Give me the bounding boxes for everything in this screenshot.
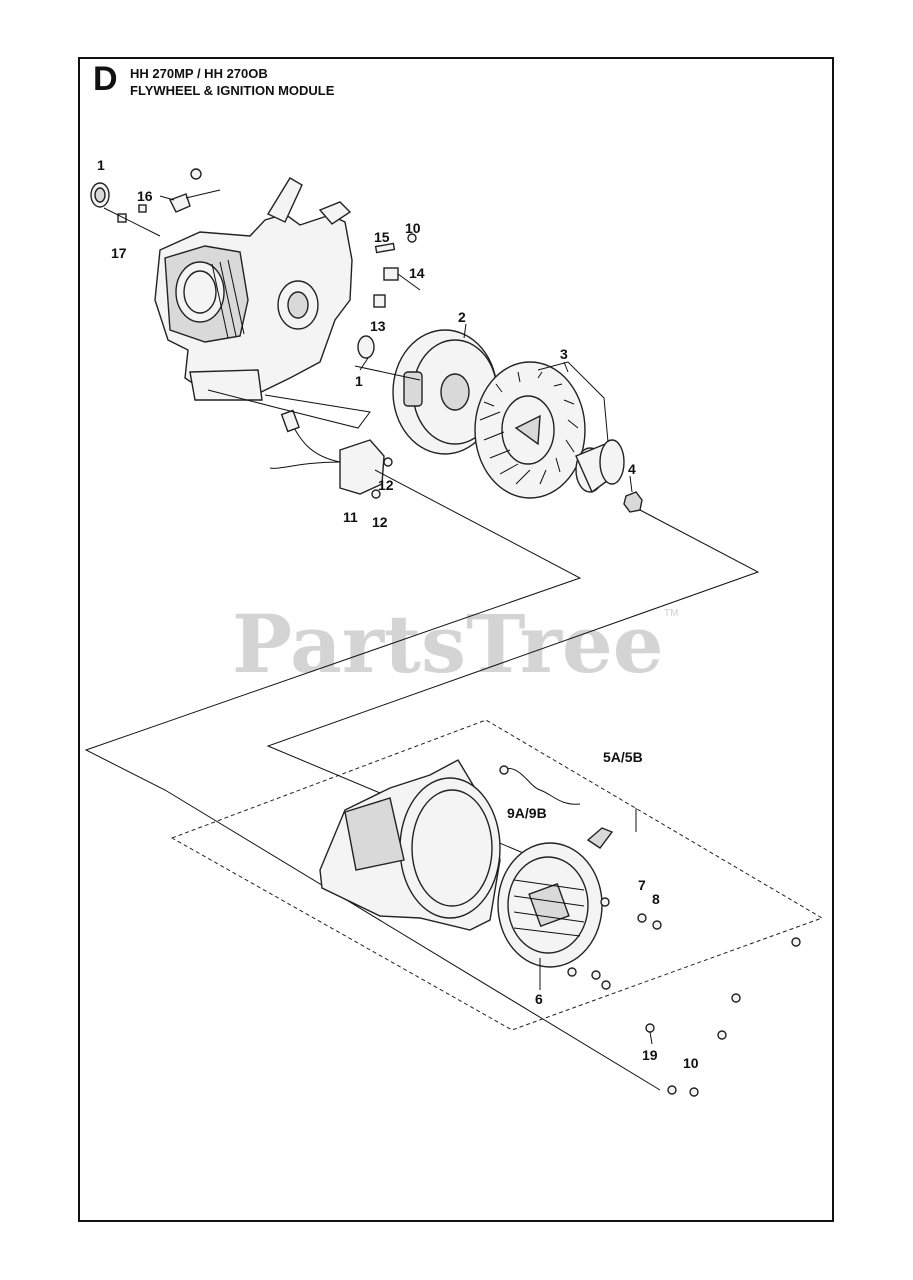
watermark-text: PartsTree xyxy=(232,597,664,691)
watermark-trademark: TM xyxy=(664,608,678,619)
callout-6: 6 xyxy=(535,991,543,1007)
callout-13: 13 xyxy=(370,318,386,334)
fan-shroud xyxy=(319,759,501,931)
callout-10-bottom: 10 xyxy=(683,1055,699,1071)
callout-4: 4 xyxy=(628,461,636,477)
callout-9a-9b: 9A/9B xyxy=(507,805,547,821)
flywheel-nut xyxy=(623,491,643,513)
cooling-fan xyxy=(474,361,586,499)
diagram-title: FLYWHEEL & IGNITION MODULE xyxy=(130,83,335,98)
callout-3: 3 xyxy=(560,346,568,362)
starter-cup xyxy=(575,439,625,494)
wire-connector xyxy=(169,193,191,213)
callout-11: 11 xyxy=(343,509,358,525)
shroud-assembly-outline xyxy=(170,719,824,1031)
engine-crankcase xyxy=(154,177,353,401)
callout-2: 2 xyxy=(458,309,466,325)
model-numbers: HH 270MP / HH 270OB xyxy=(130,66,268,81)
callout-5a-5b: 5A/5B xyxy=(603,749,643,765)
callout-16: 16 xyxy=(137,188,153,204)
callout-19: 19 xyxy=(642,1047,658,1063)
recoil-starter xyxy=(497,827,614,968)
screw xyxy=(407,233,417,243)
callout-8: 8 xyxy=(652,891,660,907)
callout-10-top: 10 xyxy=(405,220,421,236)
callout-12-b: 12 xyxy=(372,514,388,530)
nut xyxy=(190,168,202,180)
section-letter: D xyxy=(93,60,118,98)
callout-14: 14 xyxy=(409,265,425,281)
callout-1-top: 1 xyxy=(97,157,105,173)
oil-seal-2 xyxy=(357,335,375,359)
fasteners xyxy=(567,897,801,1097)
ignition-coil xyxy=(269,409,393,499)
oil-seal-inner xyxy=(94,187,106,203)
callout-12-a: 12 xyxy=(378,477,394,493)
bracket xyxy=(374,242,396,254)
flywheel xyxy=(392,329,498,455)
callout-15: 15 xyxy=(374,229,390,245)
switch xyxy=(383,267,399,281)
bolt xyxy=(117,213,127,223)
clip xyxy=(373,294,386,308)
callout-7: 7 xyxy=(638,877,646,893)
callout-17: 17 xyxy=(111,245,127,261)
washer xyxy=(138,204,147,213)
callout-1-mid: 1 xyxy=(355,373,363,389)
diagram-frame xyxy=(78,57,834,1222)
